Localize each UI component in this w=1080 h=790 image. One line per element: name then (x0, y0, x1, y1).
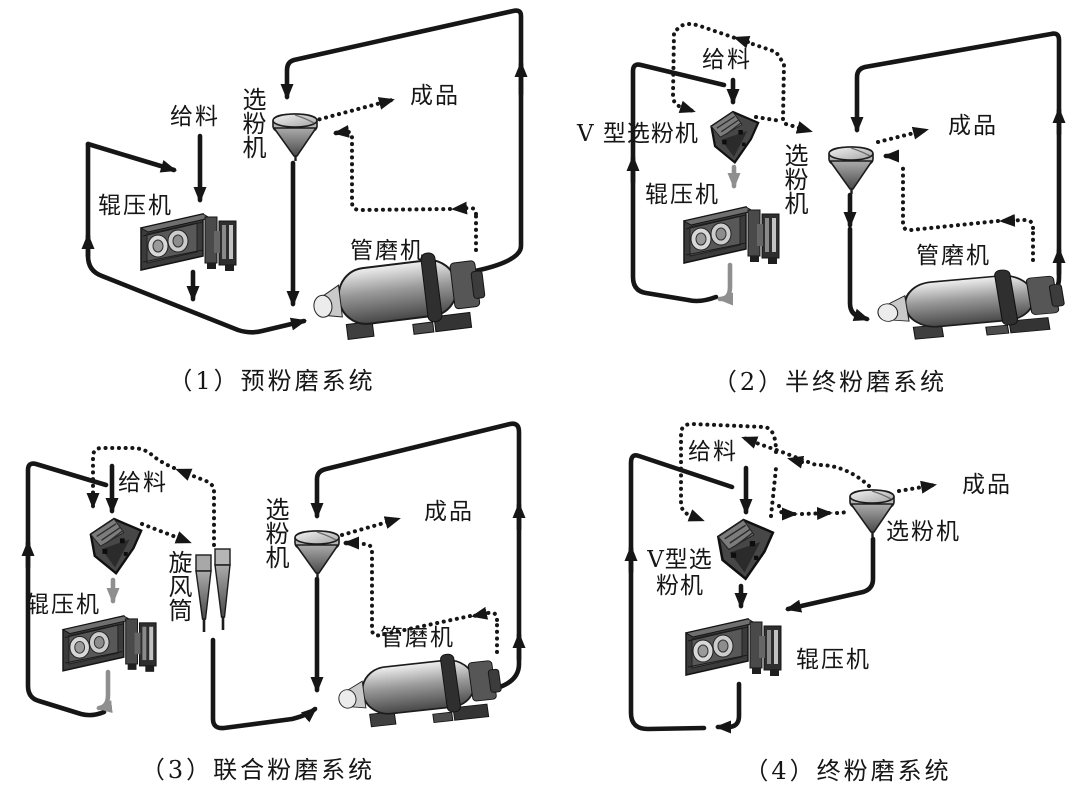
roller-press-icon (62, 615, 157, 673)
roller-press-icon (685, 618, 782, 677)
label-feed-4: 给料 (688, 439, 738, 465)
tube-mill-icon (333, 648, 506, 734)
label-separator-1: 选粉机 (238, 87, 266, 159)
label-product-3: 成品 (424, 499, 474, 525)
label-product-1: 成品 (410, 83, 460, 109)
label-separator-2: 选粉机 (780, 143, 808, 215)
panel-1-flows (81, 8, 528, 335)
v-separator-icon (89, 517, 143, 575)
label-separator-3: 选粉机 (261, 497, 289, 569)
separator-icon (271, 112, 319, 163)
separator-icon (827, 145, 875, 196)
label-v-separator-4: V型选 粉机 (647, 547, 713, 600)
caption-panel-4: （4）终粉磨系统 (744, 757, 952, 785)
cyclone-icon (194, 547, 232, 634)
panel-4-flows (624, 422, 937, 734)
label-roller-press-4: 辊压机 (796, 647, 871, 673)
caption-panel-1: （1）预粉磨系统 (168, 367, 376, 395)
v-separator-icon (710, 110, 760, 164)
tube-mill-icon (871, 263, 1070, 346)
label-product-2: 成品 (948, 113, 998, 139)
label-feed-1: 给料 (170, 104, 220, 130)
label-separator-4: 选粉机 (886, 519, 961, 545)
v-separator-icon (717, 518, 775, 581)
label-roller-press-2: 辊压机 (645, 182, 720, 208)
label-feed-3: 给料 (118, 470, 168, 496)
label-tube-mill-2: 管磨机 (916, 243, 991, 269)
label-tube-mill-3: 管磨机 (380, 625, 455, 651)
roller-press-icon (683, 206, 780, 265)
panel-2-flows (626, 22, 1066, 322)
caption-panel-3: （3）联合粉磨系统 (140, 756, 376, 784)
label-roller-press-3: 辊压机 (26, 592, 101, 618)
label-cyclone-3: 旋风筒 (164, 550, 192, 622)
label-feed-2: 给料 (702, 47, 752, 73)
panel-2-machines (683, 110, 1070, 346)
label-tube-mill-1: 管磨机 (350, 238, 425, 264)
panel-3-flows (21, 421, 526, 731)
label-product-4: 成品 (962, 472, 1012, 498)
roller-press-icon (140, 213, 237, 272)
caption-panel-2: （2）半终粉磨系统 (712, 368, 948, 396)
label-roller-press-1: 辊压机 (98, 193, 173, 219)
separator-icon (293, 529, 341, 580)
label-v-separator-2: V 型选粉机 (577, 121, 699, 147)
